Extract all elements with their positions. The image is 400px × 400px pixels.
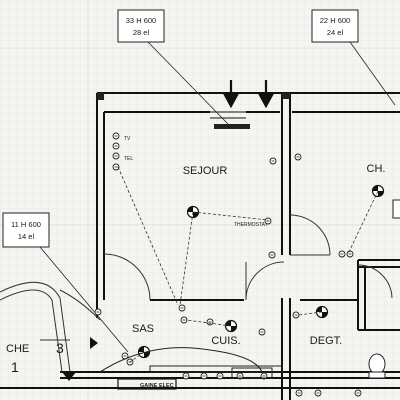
outlet-icon	[200, 372, 208, 380]
gaine-box	[117, 378, 177, 390]
callout-line1: 33 H 600	[126, 16, 156, 25]
outlet-icon	[338, 250, 346, 258]
label-thermostat: THERMOSTAT	[234, 222, 268, 228]
label-num-3: 3	[56, 340, 64, 356]
outlet-icon	[112, 132, 120, 140]
outlet-icon	[112, 152, 120, 160]
callout-top-center: 33 H 600 28 el	[117, 9, 229, 125]
room-label-degagement: DEGT.	[310, 335, 342, 347]
outlet-icon	[182, 372, 190, 380]
stair-outline	[0, 281, 71, 373]
callout-line1: 22 H 600	[320, 16, 350, 25]
outlet-icon	[269, 157, 277, 165]
room-label-chambre: CH.	[367, 163, 386, 175]
outlet-icon	[264, 217, 272, 225]
outlet-icon	[216, 372, 224, 380]
outlet-icon	[346, 250, 354, 258]
walls	[0, 92, 400, 400]
callout-line2: 14 el	[18, 232, 35, 241]
sanitary-fixture	[368, 353, 386, 379]
outlet-icon	[112, 142, 120, 150]
outlet-icon	[314, 389, 322, 397]
play-arrow-icon	[90, 337, 98, 349]
outlet-icon	[268, 251, 276, 259]
wiring	[117, 166, 379, 363]
outlet-icon	[94, 308, 102, 316]
right-partial-box	[392, 199, 400, 219]
outlet-icon	[206, 318, 214, 326]
callout-line1: 11 H 600	[11, 220, 41, 229]
room-label-sejour: SEJOUR	[183, 165, 228, 177]
room-label-left-partial: CHE	[6, 343, 29, 355]
arrow-down-icon	[258, 80, 274, 109]
callout-left: 11 H 600 14 el	[2, 212, 129, 353]
callout-line2: 28 el	[133, 28, 150, 37]
label-tel: TEL	[124, 156, 133, 162]
wall-fills	[97, 93, 290, 129]
outlet-icon	[354, 389, 362, 397]
label-tv: TV	[124, 136, 131, 142]
doors	[59, 214, 393, 321]
callout-line2: 24 el	[327, 28, 344, 37]
label-gaine: GAINE ELEC	[140, 383, 174, 389]
outlet-icon	[258, 328, 266, 336]
outlet-icon	[294, 153, 302, 161]
arrow-down-icon	[223, 80, 239, 109]
kitchen-counter	[149, 365, 283, 379]
room-label-sas: SAS	[132, 323, 154, 335]
label-num-1: 1	[11, 359, 19, 375]
outlet-icon	[178, 304, 186, 312]
room-label-cuisine: CUIS.	[211, 335, 240, 347]
outlet-icon	[295, 389, 303, 397]
triangle-marker-icon	[62, 372, 76, 381]
outlet-icon	[292, 311, 300, 319]
callout-top-right: 22 H 600 24 el	[311, 9, 396, 106]
